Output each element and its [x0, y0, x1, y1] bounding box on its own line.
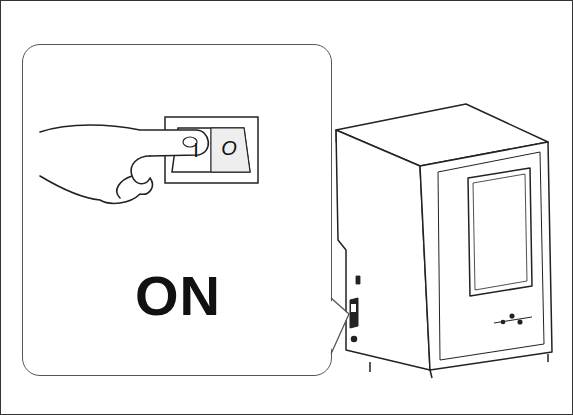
switch-mark: I: [193, 140, 199, 160]
leader-line: [331, 298, 349, 354]
switch-mark: O: [221, 138, 237, 158]
hand: [40, 125, 208, 203]
callout-box: ON: [22, 44, 332, 376]
milling-machine: [336, 104, 552, 378]
state-label: ON: [135, 263, 221, 328]
